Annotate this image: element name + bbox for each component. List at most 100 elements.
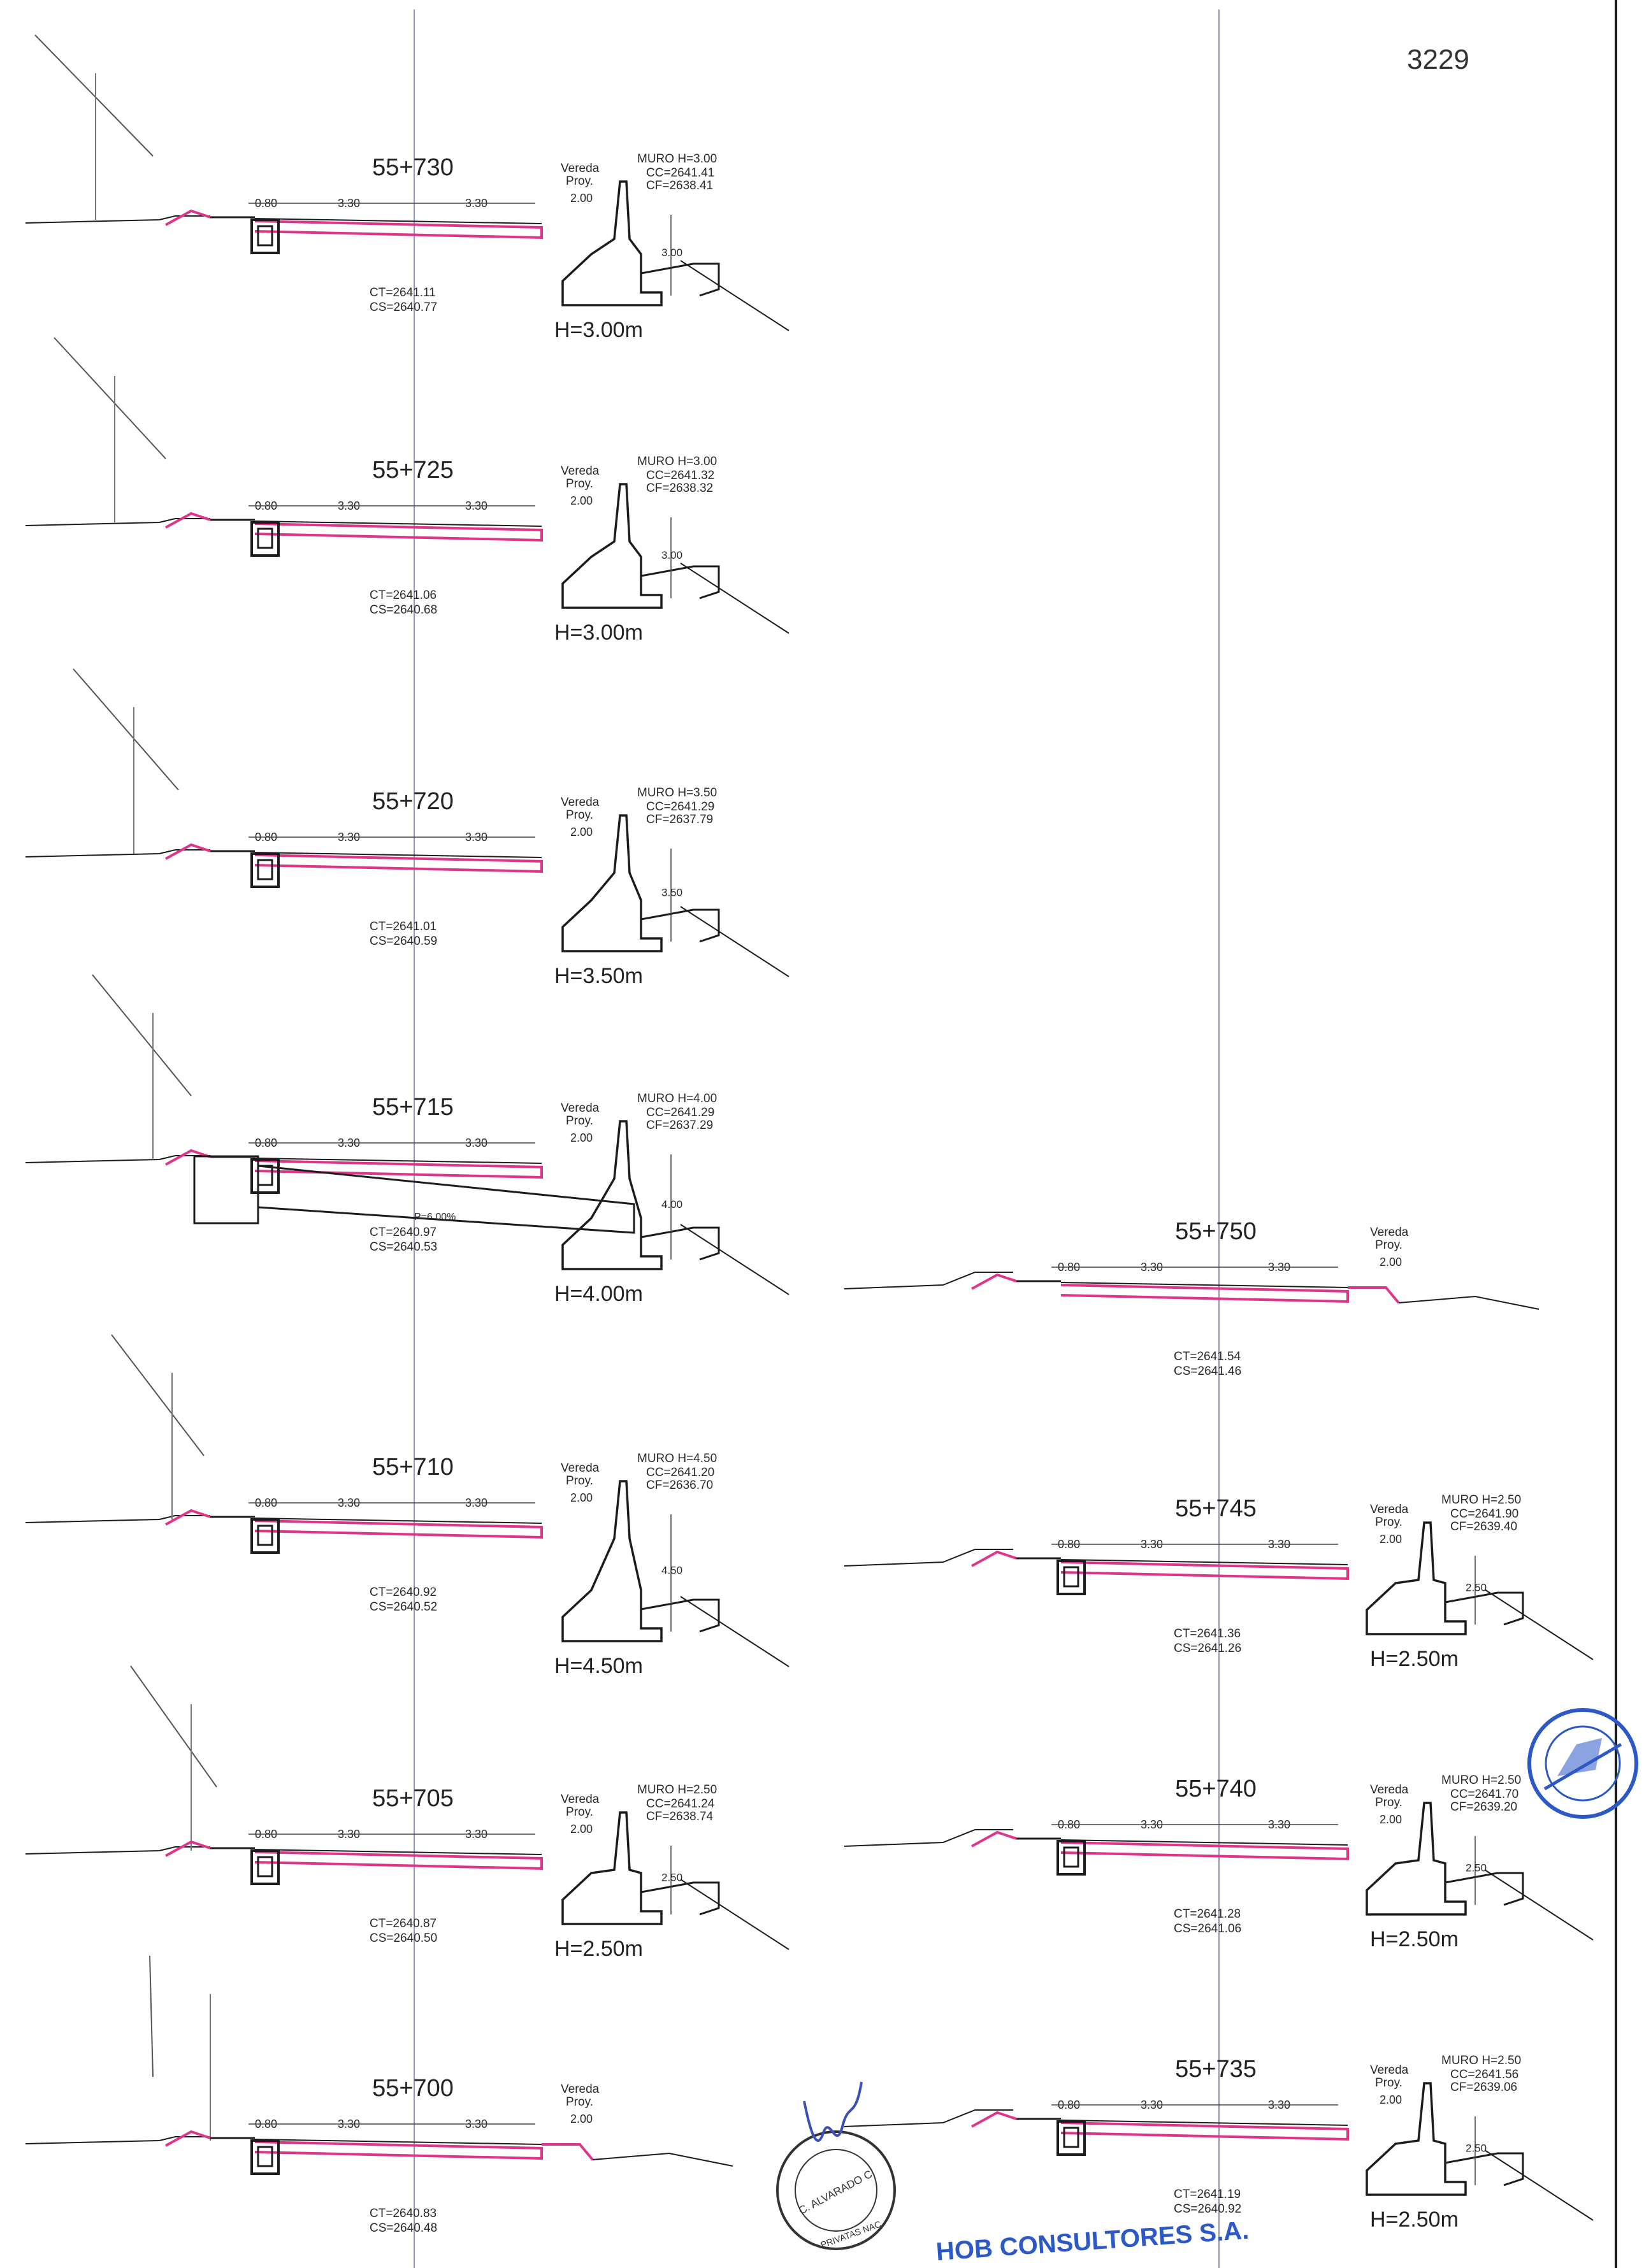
cf-elevation-value: 2639.20 — [1473, 1800, 1517, 1814]
cc-elevation: CC=2641.41 — [646, 166, 714, 180]
wall-label: MURO H=2.50 — [1441, 1774, 1521, 1787]
terrain-right — [680, 1224, 790, 1295]
cc-elevation: CC=2641.70 — [1450, 1788, 1518, 1801]
wall-label: MURO H=2.50 — [1441, 2054, 1521, 2067]
drain-box — [250, 1518, 280, 1554]
muro-word: MURO — [637, 152, 674, 166]
wall-height-label: H=3.00m — [554, 318, 643, 342]
wall-height-value: 2.50 — [1497, 1493, 1521, 1507]
wall-height-value: 3.00 — [693, 152, 717, 166]
cs-elevation-value: 2640.92 — [1198, 2202, 1242, 2216]
muro-word: MURO — [637, 455, 674, 468]
wall-height-value: 2.50 — [1497, 1774, 1521, 1787]
pavement-structure — [254, 2141, 543, 2160]
retaining-wall — [561, 483, 663, 609]
sidewalk-proy-label: Proy. — [1375, 1796, 1402, 1809]
wall-height-value: 4.00 — [693, 1092, 717, 1105]
ct-elevation: CT=2641.36 — [1174, 1627, 1241, 1640]
cs-elevation-value: 2640.59 — [394, 935, 438, 948]
drain-inner — [257, 859, 273, 880]
cc-elevation-value: 2641.32 — [671, 469, 715, 482]
wall-height-value: 2.50 — [1497, 2054, 1521, 2067]
wall-height-label: H=2.50m — [554, 1937, 643, 1961]
road-surface-line — [254, 852, 542, 858]
muro-word: MURO — [637, 1783, 674, 1797]
pavement-structure — [254, 1851, 543, 1870]
ct-elevation-value: 2640.97 — [393, 1226, 436, 1239]
station-label: 55+740 — [1175, 1776, 1257, 1802]
cf-elevation-value: 2637.29 — [669, 1119, 713, 1132]
cs-elevation-value: 2640.68 — [394, 603, 438, 617]
pavement-structure — [1060, 1841, 1349, 1861]
wall-label: MURO H=4.50 — [637, 1452, 717, 1465]
ct-elevation-value: 2640.83 — [393, 2207, 436, 2220]
wall-dimension-label: 2.50 — [1466, 1582, 1487, 1594]
road-surface-line — [254, 2139, 542, 2145]
sidewalk-width-label: 2.00 — [570, 1491, 593, 1504]
terrain-right — [680, 260, 790, 331]
ct-elevation: CT=2640.83 — [370, 2207, 436, 2220]
wall-label: MURO H=3.00 — [637, 152, 717, 166]
signature-scribble — [803, 2081, 863, 2142]
terrain-left — [844, 1272, 1013, 1289]
station-label: 55+710 — [372, 1454, 454, 1481]
terrain-left — [25, 518, 210, 526]
drain-box — [250, 219, 280, 254]
cc-elevation: CC=2641.29 — [646, 1106, 714, 1119]
sidewalk-width-label: 2.00 — [570, 826, 593, 838]
cf-elevation-value: 2639.06 — [1473, 2081, 1517, 2094]
cf-elevation: CF=2639.20 — [1450, 1800, 1517, 1814]
cs-elevation: CS=2640.68 — [370, 603, 437, 617]
road-surface-line — [254, 1518, 542, 1524]
sidewalk-label: Vereda — [561, 162, 600, 175]
sidewalk-proy-label: Proy. — [566, 1114, 593, 1128]
ct-elevation-value: 2640.87 — [393, 1917, 436, 1930]
wall-height-label: H=3.50m — [554, 964, 643, 988]
wall-height-label: H=2.50m — [1370, 1927, 1459, 1951]
wall-height-value: 2.50 — [693, 1783, 717, 1797]
cs-elevation: CS=2640.52 — [370, 1600, 437, 1614]
sidewalk-proy-label: Proy. — [566, 175, 593, 188]
cc-elevation-value: 2641.24 — [671, 1797, 715, 1811]
culvert-slope-label: P=6.00% — [414, 1212, 456, 1223]
ct-elevation: CT=2641.01 — [370, 920, 436, 933]
sidewalk-proy-label: Proy. — [1375, 1238, 1402, 1252]
cs-elevation: CS=2641.46 — [1174, 1365, 1241, 1378]
retaining-wall — [1366, 1521, 1467, 1635]
wall-dimension-label: 3.00 — [661, 247, 682, 259]
sidewalk-label: Vereda — [561, 464, 600, 478]
drain-inner — [1063, 1566, 1079, 1588]
cs-elevation: CS=2640.53 — [370, 1240, 437, 1254]
cc-elevation-value: 2641.41 — [671, 166, 715, 180]
wall-dimension-label: 2.50 — [661, 1872, 682, 1884]
pavement-structure — [1060, 2121, 1349, 2141]
pavement-structure — [254, 1159, 543, 1179]
pavement-structure — [1060, 1561, 1349, 1581]
wall-dimension-label: 3.00 — [661, 549, 682, 561]
ct-elevation-value: 2641.28 — [1197, 1907, 1241, 1921]
sidewalk-label: Vereda — [1370, 1503, 1409, 1516]
sidewalk-width-label: 2.00 — [1380, 1813, 1402, 1826]
wall-footing-drain — [1445, 1872, 1524, 1906]
sidewalk-width-label: 2.00 — [570, 2113, 593, 2125]
muro-word: MURO — [1441, 1774, 1478, 1787]
wall-label: MURO H=4.00 — [637, 1092, 717, 1105]
sidewalk-label: Vereda — [561, 2083, 600, 2096]
wall-dimension-label: 4.50 — [661, 1565, 682, 1577]
station-label: 55+725 — [372, 457, 454, 484]
ct-elevation-value: 2641.01 — [393, 920, 436, 933]
ct-elevation-value: 2641.54 — [1197, 1350, 1241, 1363]
retaining-wall — [561, 1120, 663, 1270]
pavement-curb — [165, 843, 211, 860]
terrain-left — [25, 1155, 210, 1163]
pavement-curb — [165, 512, 211, 529]
wall-height-value: 4.50 — [693, 1452, 717, 1465]
guide-diagonal — [149, 1955, 154, 2078]
sidewalk-proy-label: Proy. — [1375, 2076, 1402, 2090]
pavement-structure — [254, 854, 543, 873]
pavement-curb — [971, 1830, 1017, 1848]
station-label: 55+750 — [1175, 1218, 1257, 1245]
